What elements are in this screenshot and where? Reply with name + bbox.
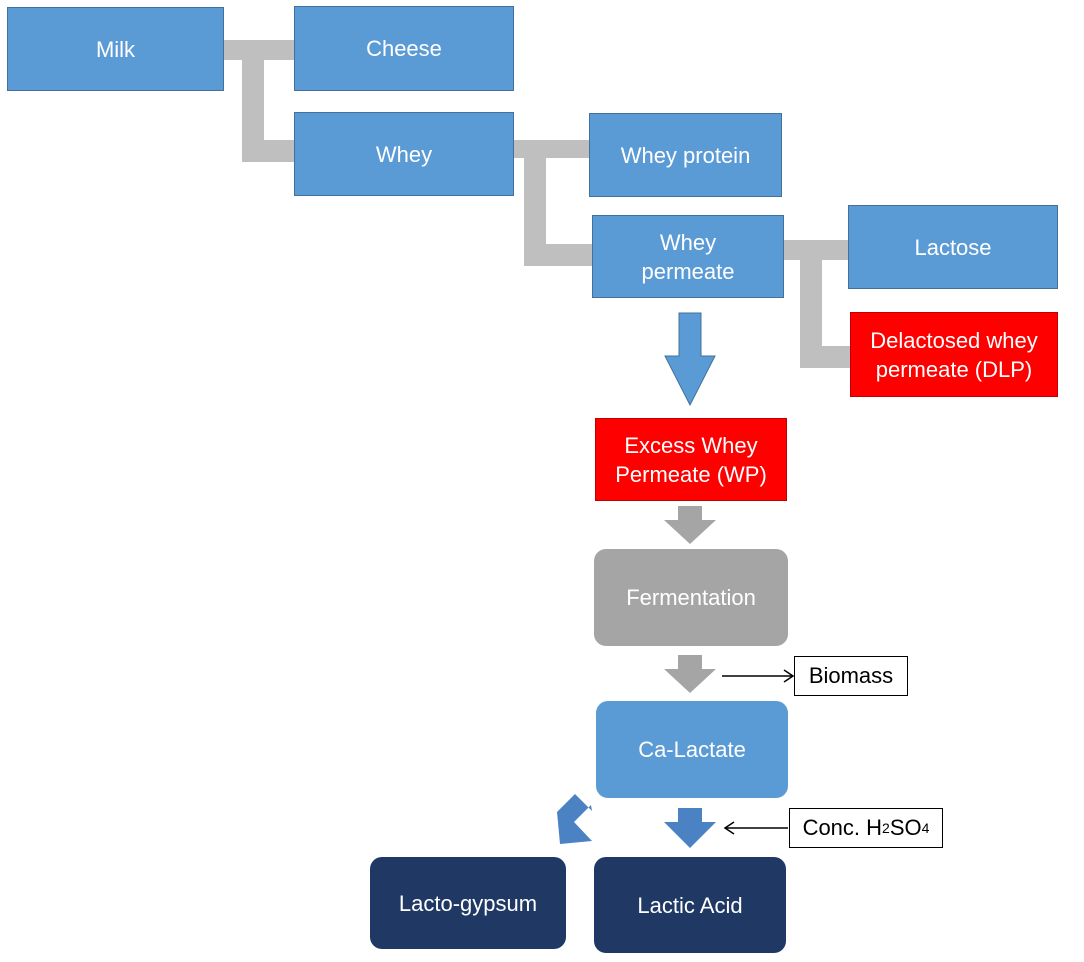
bracket-milk bbox=[224, 40, 296, 162]
node-milk: Milk bbox=[7, 7, 224, 91]
node-fermentation: Fermentation bbox=[594, 549, 788, 646]
node-whey-permeate: Whey permeate bbox=[592, 215, 784, 298]
node-dlp: Delactosed whey permeate (DLP) bbox=[850, 312, 1058, 397]
bracket-permeate bbox=[783, 240, 852, 368]
arrow-biomass bbox=[722, 669, 795, 683]
acid-sub-4: 4 bbox=[921, 820, 930, 836]
arrow-calactate-to-lacticacid bbox=[664, 808, 716, 848]
node-lacto-gypsum: Lacto-gypsum bbox=[370, 857, 566, 949]
node-cheese: Cheese bbox=[294, 6, 514, 91]
node-excess-whey-permeate: Excess Whey Permeate (WP) bbox=[595, 418, 787, 501]
node-whey: Whey bbox=[294, 112, 514, 196]
node-whey-protein: Whey protein bbox=[589, 113, 782, 197]
node-lactic-acid: Lactic Acid bbox=[594, 857, 786, 953]
acid-sub-2: 2 bbox=[882, 820, 890, 836]
acid-mid: SO bbox=[889, 815, 922, 840]
label-biomass: Biomass bbox=[794, 656, 908, 696]
node-lactose: Lactose bbox=[848, 205, 1058, 289]
arrow-fermentation-to-calactate bbox=[664, 655, 716, 693]
arrow-excess-to-fermentation bbox=[664, 506, 716, 544]
node-ca-lactate: Ca-Lactate bbox=[596, 701, 788, 798]
acid-prefix: Conc. H bbox=[802, 815, 883, 840]
arrow-calactate-to-lactogypsum bbox=[557, 794, 592, 844]
arrow-acid bbox=[723, 821, 788, 835]
arrow-permeate-to-excess bbox=[664, 312, 716, 407]
bracket-whey bbox=[514, 140, 594, 266]
